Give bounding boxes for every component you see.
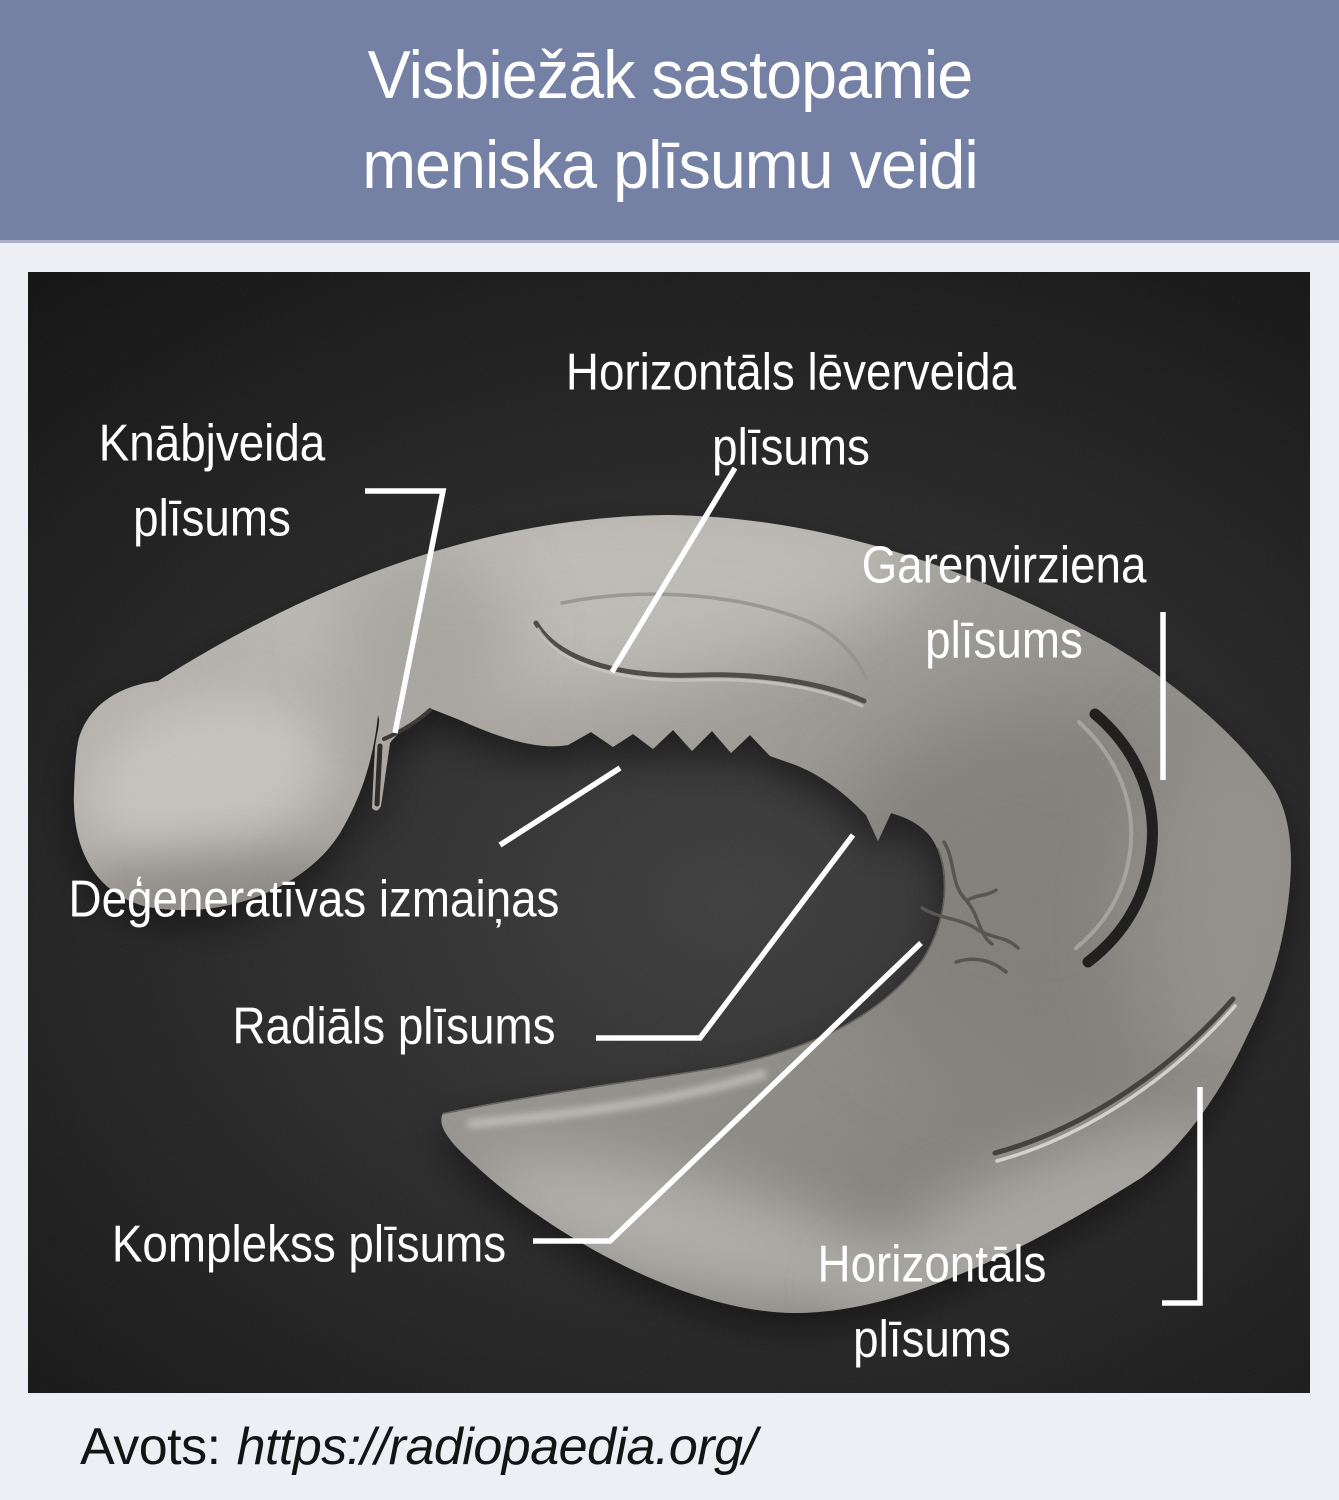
label-radial-tear: Radiāls plīsums [232, 997, 556, 1056]
label-longitudinal-tear: Garenvirziena plīsums [861, 536, 1147, 670]
leader-radial [596, 833, 856, 1041]
leader-horizontal [1162, 1087, 1203, 1306]
figure-panel: Horizontāls lēverveida plīsums Knābjveid… [28, 272, 1310, 1393]
leader-horizontal-flap [609, 466, 738, 674]
label-beak-tear: Knābjveida plīsums [98, 414, 326, 548]
page-title: Visbiežāk sastopamie meniska plīsumu vei… [361, 37, 979, 203]
leader-beak [365, 488, 447, 734]
grain-overlay [28, 272, 1310, 1393]
header-band: Visbiežāk sastopamie meniska plīsumu vei… [0, 0, 1339, 243]
label-horizontal-tear: Horizontāls plīsums [817, 1235, 1047, 1369]
label-degenerative-changes: Deģeneratīvas izmaiņas [68, 870, 560, 929]
leader-degenerative [498, 765, 622, 848]
source-label: Avots: [80, 1417, 221, 1476]
label-complex-tear: Komplekss plīsums [111, 1215, 507, 1274]
source-url: https://radiopaedia.org/ [236, 1417, 757, 1476]
leader-complex [533, 941, 923, 1244]
meniscus-illustration [28, 272, 1310, 1393]
source-line: Avots: https://radiopaedia.org/ [0, 1393, 1339, 1500]
leader-lines [365, 466, 1203, 1306]
label-horizontal-flap-tear: Horizontāls lēverveida plīsums [565, 343, 1017, 477]
